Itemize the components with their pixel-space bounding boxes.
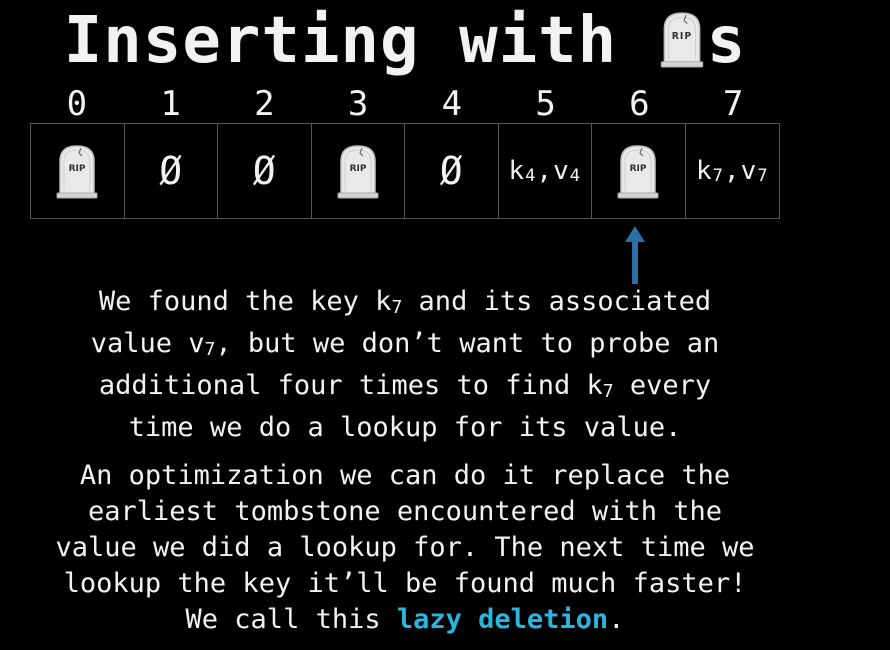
index-label: 3 xyxy=(347,84,369,124)
index-label: 6 xyxy=(629,84,650,124)
text-line: earliest tombstone encountered with the xyxy=(88,496,722,527)
text-line: We found the key k7 and its associated xyxy=(98,286,712,318)
table-cell-7: k7,v7 xyxy=(686,124,780,218)
explanation-paragraph: We found the key k7 and its associated v… xyxy=(0,284,810,446)
text-line: An optimization we can do it replace the xyxy=(79,460,731,491)
tombstone-label: RIP xyxy=(630,164,647,174)
pair-separator: , xyxy=(536,156,554,186)
key-subscript: 7 xyxy=(712,166,724,186)
index-label: 0 xyxy=(66,84,88,124)
text-line: time we do a lookup for its value. xyxy=(128,412,682,443)
index-label: 4 xyxy=(441,84,463,124)
key-value-pair: k4,v4 xyxy=(509,156,581,186)
key-value-pair: k7,v7 xyxy=(696,156,768,186)
value-subscript: 7 xyxy=(757,166,769,186)
title-text: Inserting with xyxy=(63,4,618,78)
table-cell-0: RIP xyxy=(31,124,125,218)
tombstone-label: RIP xyxy=(349,164,366,174)
tombstone-icon: RIP xyxy=(55,143,99,199)
table-cell-3: RIP xyxy=(312,124,405,218)
optimization-paragraph: An optimization we can do it replace the… xyxy=(0,458,810,638)
text-line: We call this lazy deletion. xyxy=(185,604,625,635)
table-cell-6: RIP xyxy=(592,124,686,218)
empty-slot-symbol: Ø xyxy=(159,149,183,193)
index-label: 2 xyxy=(254,84,275,124)
empty-slot-symbol: Ø xyxy=(439,149,463,193)
key-letter: k xyxy=(508,156,526,186)
index-label: 5 xyxy=(535,84,556,124)
key-letter: k xyxy=(696,156,713,186)
table-cell-5: k4,v4 xyxy=(499,124,592,218)
index-label: 7 xyxy=(722,84,744,124)
hash-table: RIP Ø Ø RIP Ø k4,v4 RIP k7,v7 xyxy=(30,123,780,219)
tombstone-icon: RIP xyxy=(616,143,660,199)
text-line: lookup the key it’ll be found much faste… xyxy=(63,568,747,599)
table-cell-4: Ø xyxy=(405,124,499,218)
slide-title: Inserting with RIP s xyxy=(0,4,810,78)
tombstone-icon: RIP xyxy=(657,10,707,68)
pointer-arrow-icon xyxy=(625,226,645,284)
empty-slot-symbol: Ø xyxy=(252,149,276,193)
text-line: value v7, but we don’t want to probe an xyxy=(90,328,720,360)
value-letter: v xyxy=(553,156,570,186)
text-line: additional four times to find k7 every xyxy=(98,370,712,402)
table-cell-1: Ø xyxy=(125,124,218,218)
table-cell-2: Ø xyxy=(218,124,312,218)
index-row: 0 1 2 3 4 5 6 7 xyxy=(30,84,780,124)
index-label: 1 xyxy=(160,84,181,124)
title-suffix: s xyxy=(706,4,747,78)
tombstone-label: RIP xyxy=(69,164,86,174)
text-line: value we did a lookup for. The next time… xyxy=(55,532,755,563)
value-subscript: 4 xyxy=(569,166,581,186)
tombstone-label: RIP xyxy=(671,31,692,42)
key-subscript: 4 xyxy=(525,166,537,186)
tombstone-icon: RIP xyxy=(336,143,380,199)
pair-separator: , xyxy=(723,156,741,186)
value-letter: v xyxy=(740,156,758,186)
lazy-deletion-highlight: lazy deletion xyxy=(396,604,609,635)
